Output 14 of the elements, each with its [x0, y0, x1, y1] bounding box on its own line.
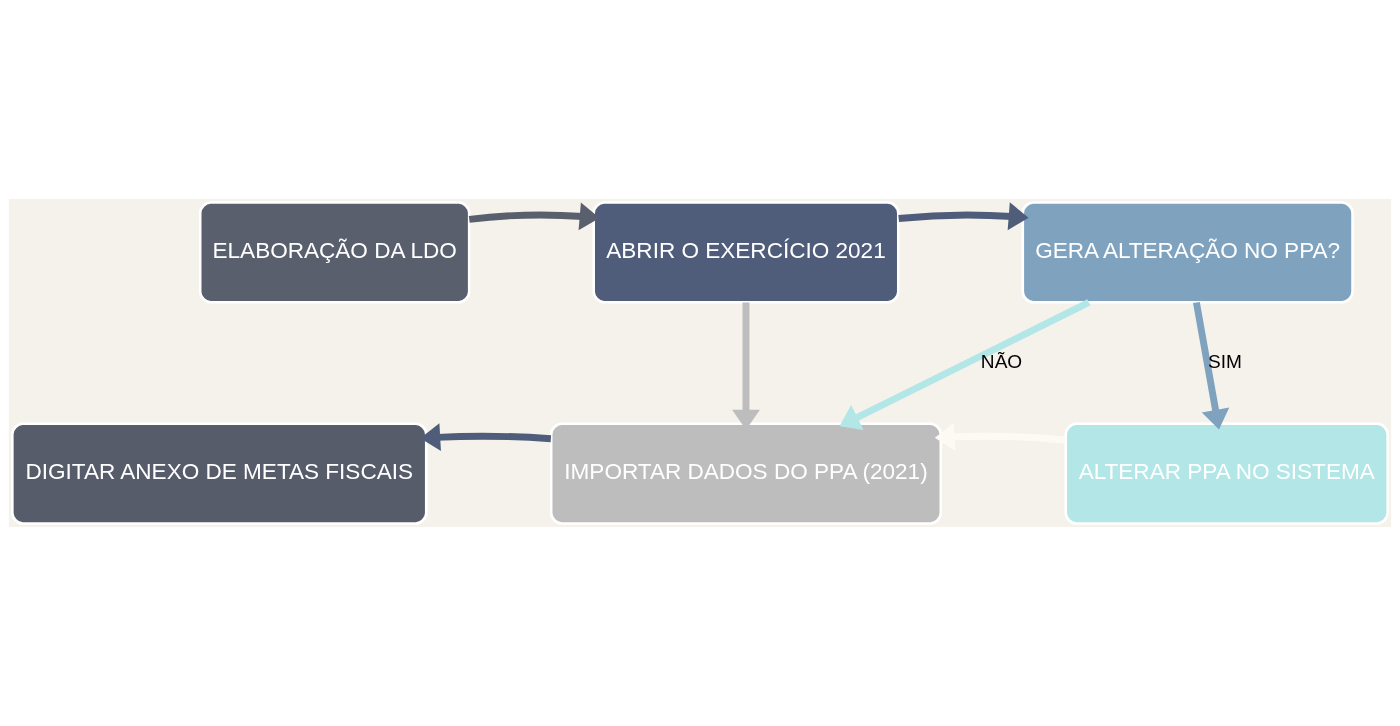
arrow [420, 423, 552, 452]
arrow [839, 299, 1091, 430]
node-box: ELABORAÇÃO DA LDO [198, 201, 471, 304]
arrow [1193, 301, 1230, 430]
node-box: DIGITAR ANEXO DE METAS FISCAIS [11, 422, 428, 525]
edge-label: SIM [1208, 350, 1242, 372]
node-box: IMPORTAR DADOS DO PPA (2021) [549, 422, 943, 525]
node-box: ABRIR O EXERCÍCIO 2021 [592, 201, 900, 304]
arrow [468, 202, 600, 231]
node-box: GERA ALTERAÇÃO NO PPA? [1021, 201, 1354, 304]
arrow [934, 422, 1066, 451]
node-box: ALTERAR PPA NO SISTEMA [1064, 422, 1389, 525]
arrow [898, 202, 1029, 231]
edge-label: NÃO [980, 350, 1023, 372]
